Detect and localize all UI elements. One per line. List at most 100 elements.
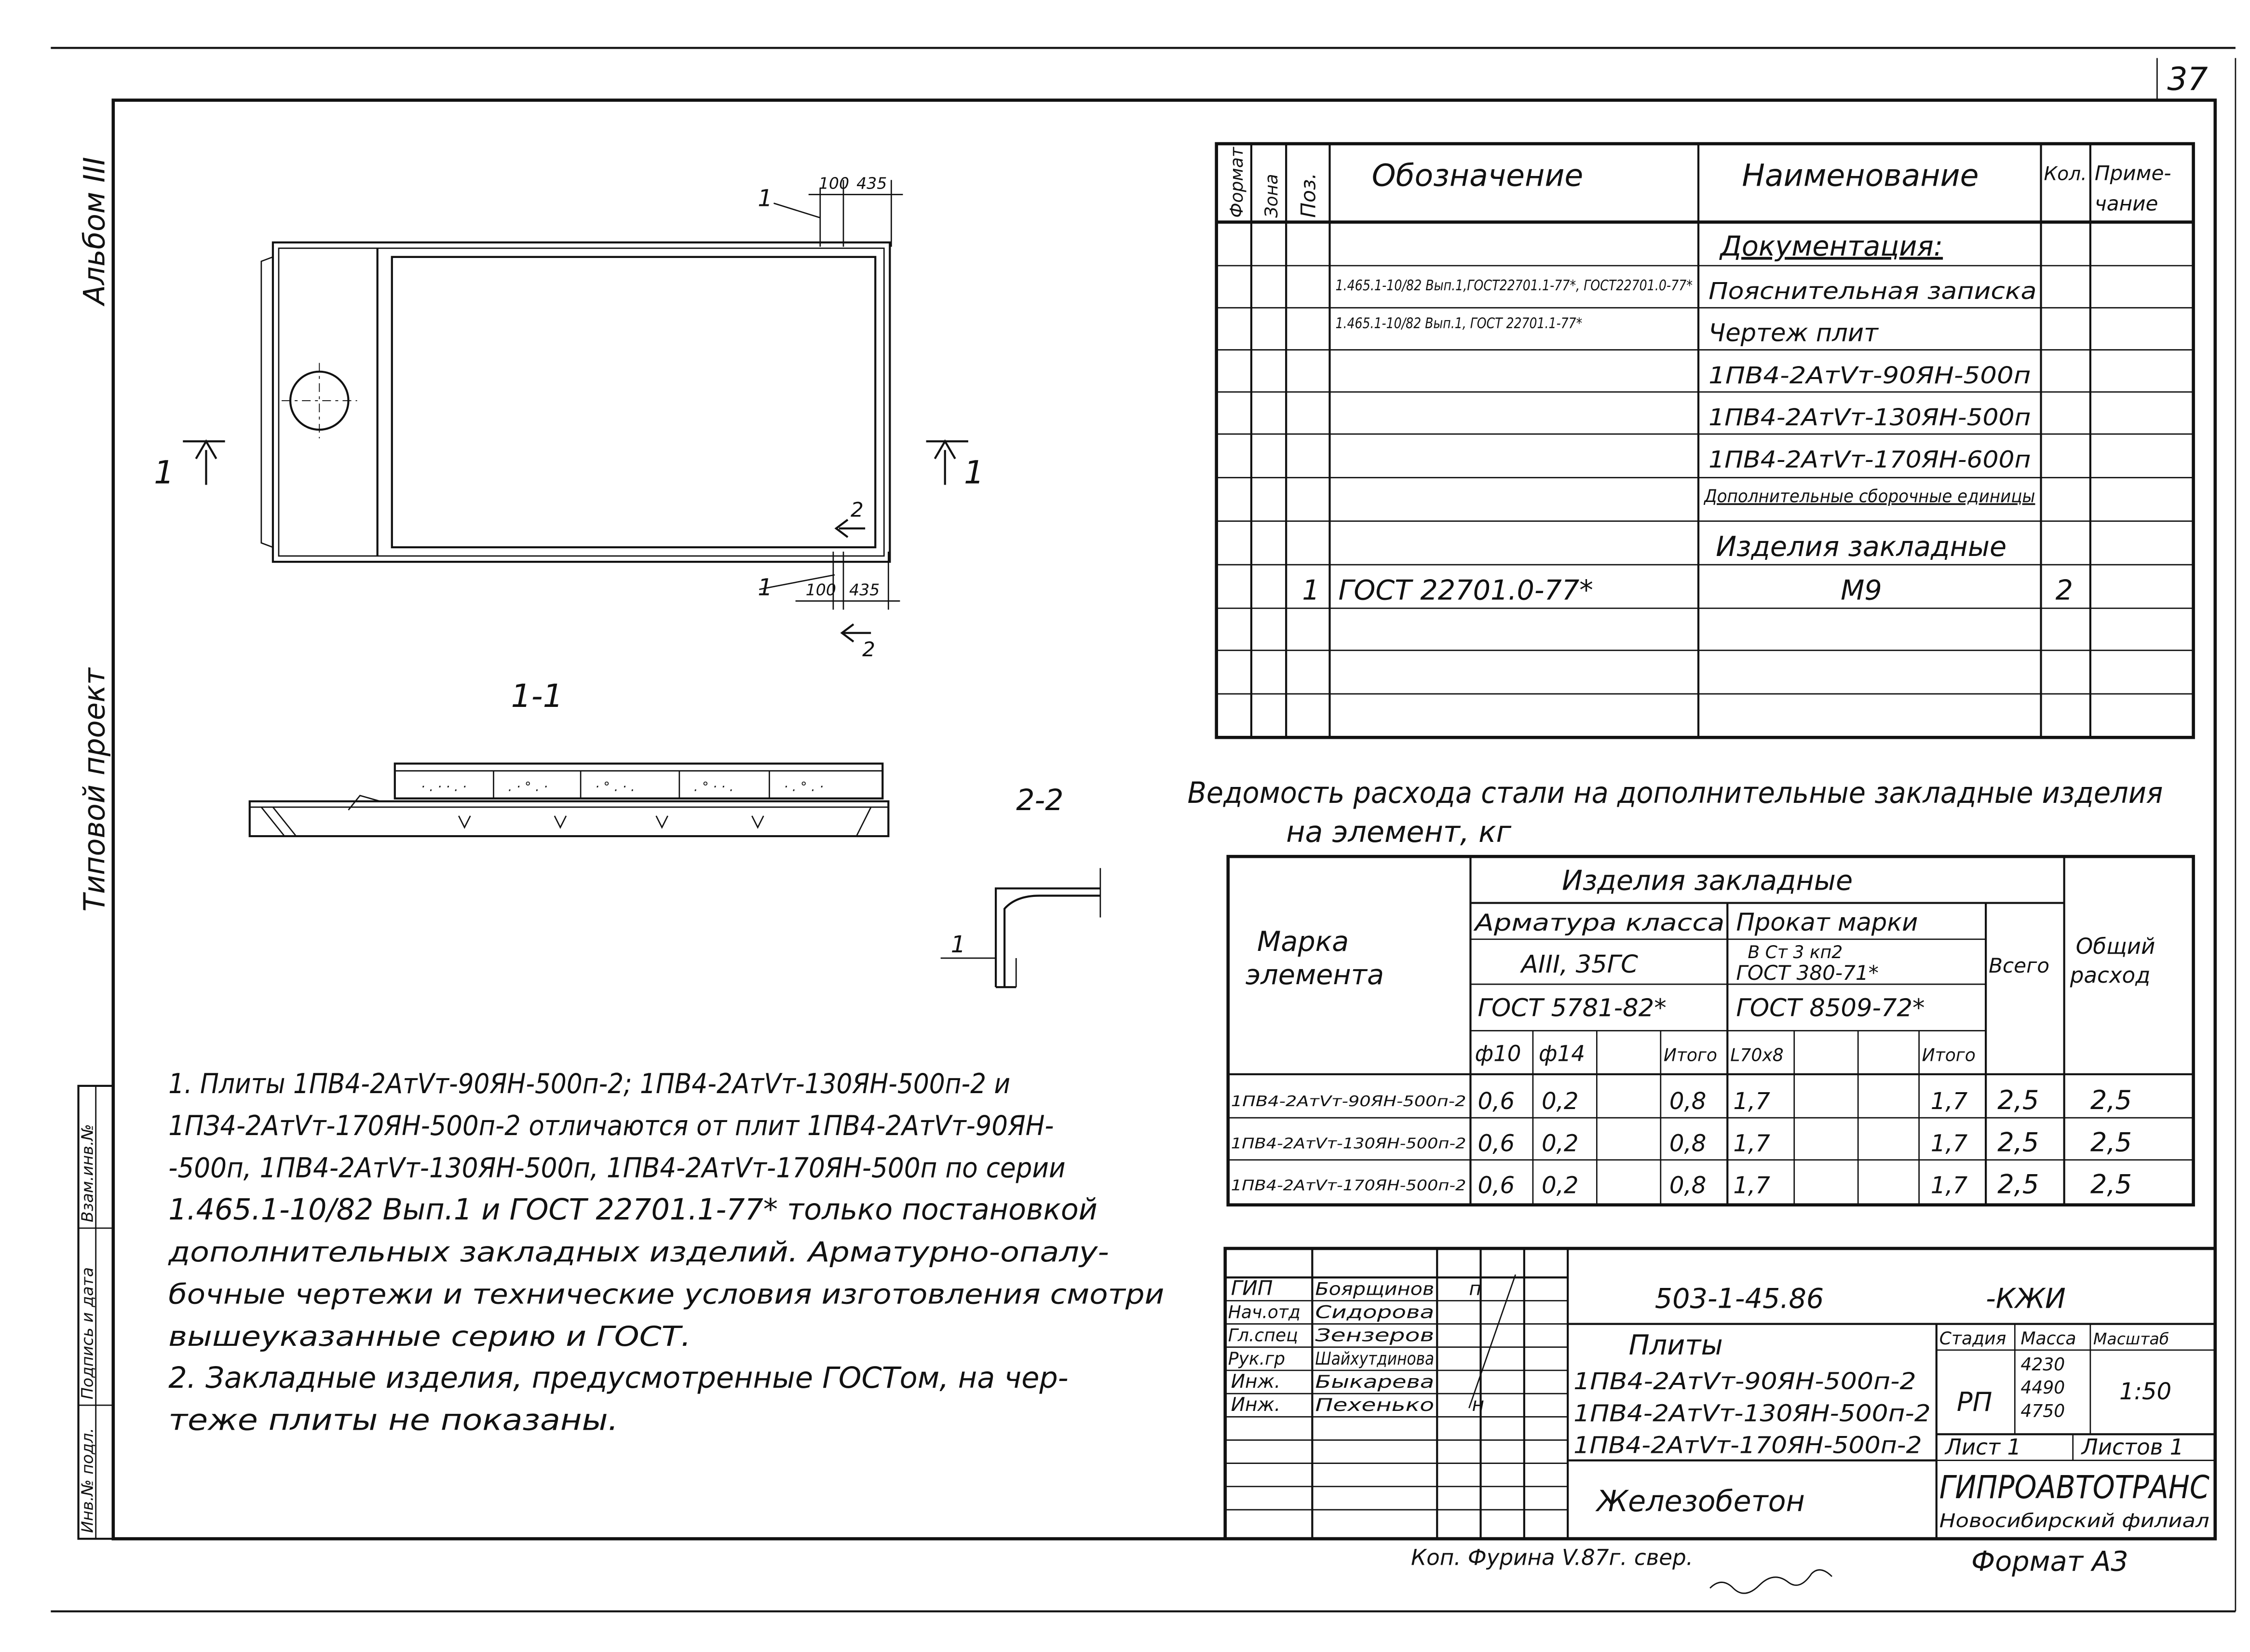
dim-top-a: 100 [819,174,849,192]
spec-row2-name: Чертеж плит [1708,319,1879,347]
section-2-title: 2-2 [1016,784,1063,817]
steel-h-embedded: Изделия закладные [1562,865,1853,896]
note-line-7: вышеуказанные серию и ГОСТ. [168,1321,691,1353]
cut2-bottom: 2 [862,637,875,661]
sheet-borders [51,47,2236,1612]
note-line-8: 2. Закладные изделия, предусмотренные ГО… [168,1361,1068,1395]
note-line-6: бочные чертежи и технические условия изг… [168,1278,1164,1310]
spec-row5-name: 1ПВ4-2АтVт-170ЯН-600п [1708,446,2031,473]
steel-r2-total: 2,5 [1997,1127,2039,1157]
note-line-9: теже плиты не показаны. [168,1403,618,1437]
spec-h-format: Формат [1226,147,1247,217]
side-stamp-replace: Взам.инв.№ [78,1124,97,1222]
steel-row-2: 1ПВ4-2АтVт-130ЯН-500п-2 0,6 0,2 0,8 1,7 … [1231,1127,2132,1157]
steel-table [1226,854,2195,1207]
spec-row6-name: Дополнительные сборочные единицы [1703,486,2035,507]
tb-org-branch: Новосибирский филиал [1939,1510,2209,1532]
spec-h-pos: Поз. [1296,173,1320,217]
steel-r1-general: 2,5 [2090,1085,2132,1115]
tb-name-1: Боярщинов [1315,1278,1434,1299]
spec-table [1215,142,2195,739]
steel-r3-general: 2,5 [2090,1169,2132,1200]
steel-r3-sum1: 0,8 [1669,1172,1707,1199]
steel-h-d14: ф14 [1539,1041,1585,1067]
spec-row8-pos: 1 [1302,574,1319,606]
spec-row3-name: 1ПВ4-2АтVт-90ЯН-500п [1708,362,2031,389]
spec-row1-name: Пояснительная записка [1708,278,2036,305]
note-line-1: 1. Плиты 1ПВ4-2АтVт-90ЯН-500п-2; 1ПВ4-2А… [168,1068,1010,1100]
tb-name-5: Быкарева [1315,1371,1434,1392]
dim-bot-b: 435 [849,580,880,599]
spec-h-note2: чание [2095,192,2158,216]
side-stamp-sign: Подпись и дата [78,1267,97,1399]
spec-row8-name: М9 [1841,574,1882,606]
spec-h-zone: Зона [1261,174,1282,218]
tb-h-stage: Стадия [1939,1328,2006,1349]
note-line-3: -500п, 1ПВ4-2АтVт-130ЯН-500п, 1ПВ4-2АтVт… [168,1152,1065,1184]
tb-plate-3: 1ПВ4-2АтVт-170ЯН-500п-2 [1573,1432,1922,1459]
tb-sheet: Лист 1 [1944,1435,2021,1460]
note-line-4: 1.465.1-10/82 Вып.1 и ГОСТ 22701.1-77* т… [168,1193,1098,1227]
steel-title-line2: на элемент, кг [1286,815,1511,849]
svg-text:. ° · · .: . ° · · . [694,780,733,795]
steel-row-1: 1ПВ4-2АтVт-90ЯН-500п-2 0,6 0,2 0,8 1,7 1… [1231,1085,2132,1115]
steel-r1-sum2: 1,7 [1931,1088,1968,1115]
steel-r1-d10: 0,6 [1478,1088,1515,1115]
steel-h-mark2: элемента [1246,959,1384,991]
steel-title-line1: Ведомость расхода стали на дополнительны… [1187,776,2163,810]
tb-plates-title: Плиты [1629,1329,1723,1361]
steel-r3-mark: 1ПВ4-2АтVт-170ЯН-500п-2 [1231,1178,1466,1194]
steel-r2-sum1: 0,8 [1669,1130,1707,1157]
cut-label-left: 1 [154,454,174,491]
note-line-5: дополнительных закладных изделий. Армату… [168,1236,1109,1268]
tb-role-6: Инж. [1231,1394,1281,1416]
sheet-number: 37 [2167,61,2208,98]
tb-sheets: Листов 1 [2081,1435,2184,1460]
spec-row0-name: Документация: [1719,230,1943,262]
steel-h-rolled-grade: В Ст 3 кп2 [1748,942,1843,962]
steel-r2-mark: 1ПВ4-2АтVт-130ЯН-500п-2 [1231,1135,1466,1152]
tb-scale: 1:50 [2119,1378,2171,1405]
footer-format: Формат А3 [1971,1545,2128,1577]
steel-h-general: Общий [2076,934,2155,959]
steel-r3-angle: 1,7 [1733,1172,1770,1199]
slab-plan [183,180,968,643]
note-line-2: 1ПЗ4-2АтVт-170ЯН-500п-2 отличаются от пл… [168,1110,1054,1142]
spec-row1-designation: 1.465.1-10/82 Вып.1,ГОСТ22701.1-77*, ГОС… [1335,277,1693,294]
steel-r3-sum2: 1,7 [1931,1172,1968,1199]
svg-text:· . ° . ·: · . ° . · [784,780,824,795]
spec-h-qty: Кол. [2044,163,2087,185]
steel-h-rolled-gost1: ГОСТ 380-71* [1736,961,1878,985]
steel-h-itogo: Итого [1664,1045,1717,1066]
title-block [1223,1246,2217,1541]
tb-role-2: Нач.отд [1228,1302,1301,1323]
pos-bottom: 1 [758,574,773,601]
tb-name-4: Шайхутдинова [1315,1348,1434,1369]
cut-label-right: 1 [964,454,984,491]
dim-bot-a: 100 [806,580,836,599]
tb-stage: РП [1957,1387,1992,1417]
tb-name-3: Зензеров [1315,1325,1434,1346]
side-strip: Альбом III Типовой проект Инв.№ подл. По… [77,157,114,1540]
tb-mass-2: 4490 [2020,1377,2065,1398]
svg-text:. · ° . ·: . · ° . · [508,780,548,795]
tb-role-1: ГИП [1231,1276,1273,1300]
spec-h-name: Наименование [1742,157,1979,193]
steel-h-rebar-gost: ГОСТ 5781-82* [1478,994,1667,1022]
section-1-drawing: · . · · . · . · ° . · · ° . · . . ° · · … [248,762,890,838]
tb-role-3: Гл.спец [1228,1325,1298,1346]
side-stamp-inv: Инв.№ подл. [78,1428,97,1533]
tb-h-scale: Масштаб [2093,1329,2169,1348]
notes: 1. Плиты 1ПВ4-2АтVт-90ЯН-500п-2; 1ПВ4-2А… [168,1068,1164,1437]
steel-h-rolled-gost2: ГОСТ 8509-72* [1736,994,1925,1022]
steel-row-3: 1ПВ4-2АтVт-170ЯН-500п-2 0,6 0,2 0,8 1,7 … [1231,1169,2132,1200]
tb-sign-mark-bottom: н [1472,1394,1484,1416]
spec-row7-name: Изделия закладные [1716,531,2006,563]
side-album: Альбом III [78,157,112,307]
svg-text:· ° . · .: · ° . · . [595,780,635,795]
steel-r1-angle: 1,7 [1733,1088,1770,1115]
spec-h-note1: Приме- [2095,161,2171,185]
pos-top: 1 [758,185,773,212]
tb-code: 503-1-45.86 [1655,1283,1824,1314]
